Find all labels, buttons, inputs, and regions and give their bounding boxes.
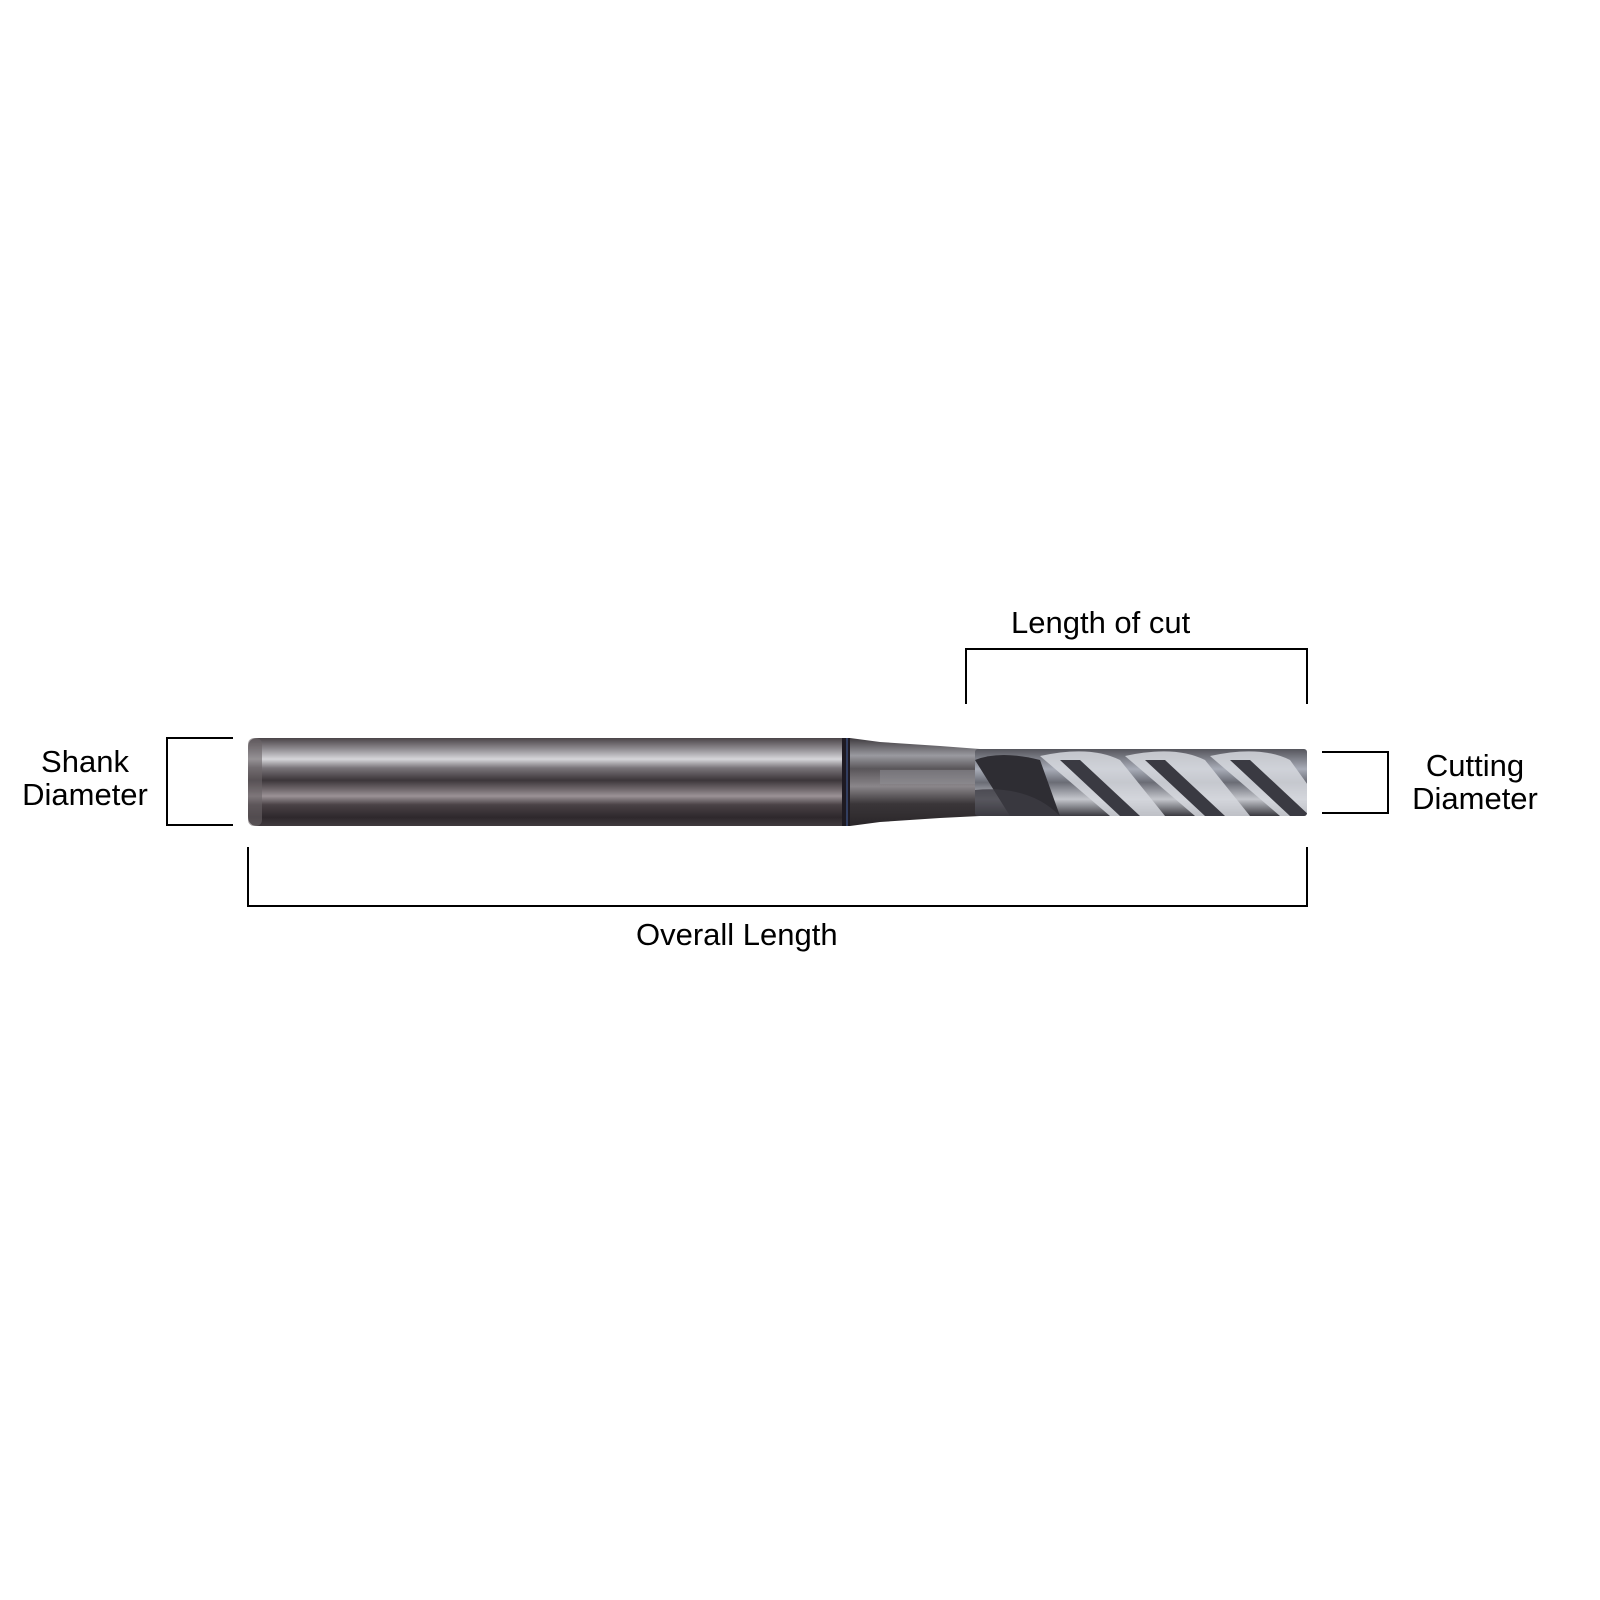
overall-length-bracket xyxy=(247,847,1308,907)
cutting-diameter-bracket xyxy=(1322,751,1389,814)
shank-diameter-bracket xyxy=(166,737,233,826)
shank-diameter-label-line2: Diameter xyxy=(22,777,148,812)
shank-diameter-label-line1: Shank xyxy=(41,744,129,779)
cutting-diameter-label-line2: Diameter xyxy=(1412,781,1538,816)
cutting-diameter-label-line1: Cutting xyxy=(1425,748,1525,783)
shank xyxy=(248,738,850,826)
neck xyxy=(850,738,980,826)
shank-diameter-label: Shank Diameter xyxy=(14,745,156,811)
cutting-diameter-label: Cutting Diameter xyxy=(1400,749,1550,815)
cutting-flutes xyxy=(975,749,1307,816)
overall-length-label: Overall Length xyxy=(636,917,838,952)
length-of-cut-bracket xyxy=(965,648,1308,704)
length-of-cut-label: Length of cut xyxy=(1011,605,1191,640)
